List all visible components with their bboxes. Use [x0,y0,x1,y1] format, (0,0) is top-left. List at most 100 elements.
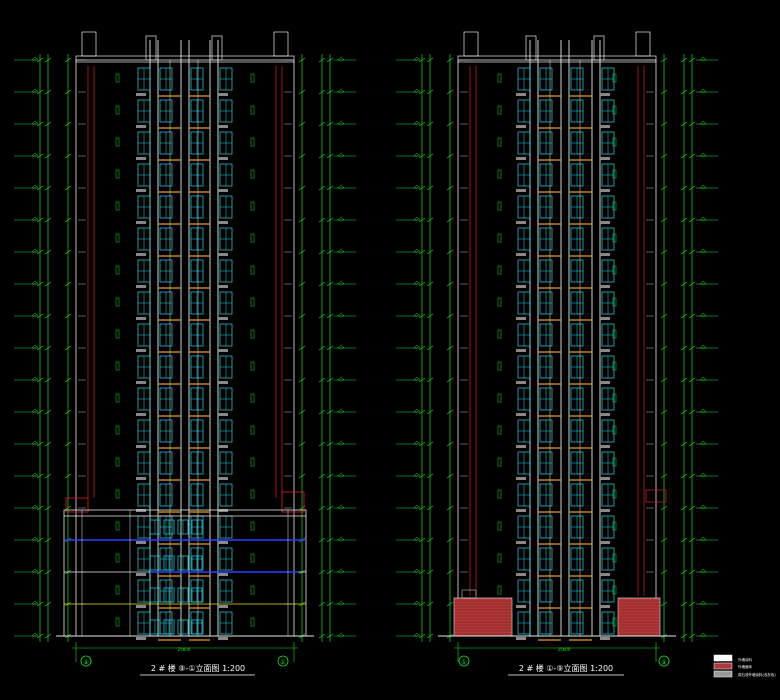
elevation-marker [413,312,421,317]
dimension-tick [318,569,326,575]
side-window [115,521,120,531]
side-window [612,361,617,371]
dimension-tick [326,377,334,383]
balcony-strip [136,541,146,544]
side-parapet [645,489,667,503]
elevation-marker [31,408,39,413]
side-window [497,105,502,115]
balcony-strip [516,157,526,160]
dimension-tick [64,89,72,95]
side-window [250,297,255,307]
dimension-tick [660,441,668,447]
balcony-strip [600,125,610,128]
dimension-tick [660,377,668,383]
dimension-tick [298,313,306,319]
dimension-tick [688,633,696,639]
dimension-tick [660,569,668,575]
dimension-tick [688,473,696,479]
side-window [250,265,255,275]
roof-box [463,31,479,57]
balcony-strip [600,413,610,416]
dimension-tick [36,153,44,159]
dimension-tick [36,505,44,511]
dimension-tick [446,121,454,127]
dimension-tick [660,537,668,543]
elevation-marker [337,88,345,93]
dimension-tick [426,217,434,223]
dimension-tick [446,377,454,383]
balcony-strip [136,157,146,160]
dimension-tick [36,313,44,319]
dimension-tick [418,409,426,415]
elevation-marker [699,216,707,221]
dimension-tick [680,153,688,159]
dimension-tick [318,345,326,351]
dimension-tick [688,377,696,383]
dimension-tick [298,217,306,223]
stair-tower [211,35,223,61]
side-window [250,489,255,499]
elevation-marker [337,120,345,125]
side-window [115,297,120,307]
dimension-tick [688,185,696,191]
dimension-tick [298,441,306,447]
side-window [250,521,255,531]
dimension-tick [44,441,52,447]
dimension-tick [298,345,306,351]
elevation-marker [699,280,707,285]
dimension-tick [44,505,52,511]
elevation-marker [413,568,421,573]
dimension-tick [318,537,326,543]
side-window [497,297,502,307]
balcony-strip [136,413,146,416]
material-legend: 外墙涂料 外墙面砖 真石漆外墙涂料(浅灰色) [713,654,776,678]
balcony-strip [516,413,526,416]
balcony-strip [516,125,526,128]
elevation-marker [413,280,421,285]
roof-box [635,31,651,57]
parapet [457,55,657,63]
dimension-tick [688,89,696,95]
dimension-tick [64,345,72,351]
balcony-strip [516,637,526,640]
dimension-tick [426,569,434,575]
elevation-marker [413,88,421,93]
dimension-tick [326,441,334,447]
elevation-marker [337,504,345,509]
dimension-tick [64,185,72,191]
elevation-marker [337,600,345,605]
dimension-tick [44,537,52,543]
dimension-tick [680,57,688,63]
balcony-strip [218,637,228,640]
balcony-strip [600,189,610,192]
elevation-marker [699,184,707,189]
balcony-strip [516,573,526,576]
dimension-tick [418,377,426,383]
side-window [612,105,617,115]
dimension-tick [418,441,426,447]
dimension-tick [64,377,72,383]
dimension-tick [318,473,326,479]
elevation-marker [337,216,345,221]
side-window [612,201,617,211]
dimension-tick [426,249,434,255]
dimension-tick [426,537,434,543]
dimension-tick [318,249,326,255]
elevation-marker [699,56,707,61]
elevation-marker [337,312,345,317]
elevation-marker [337,344,345,349]
dimension-tick [64,121,72,127]
balcony-strip [136,125,146,128]
side-window [115,457,120,467]
dimension-tick [446,57,454,63]
dimension-tick [446,505,454,511]
dimension-tick [680,217,688,223]
dimension-tick [426,601,434,607]
dimension-tick [680,633,688,639]
balcony-strip [136,445,146,448]
balcony-strip [600,573,610,576]
side-window [250,169,255,179]
side-window [612,585,617,595]
balcony-strip [218,573,228,576]
